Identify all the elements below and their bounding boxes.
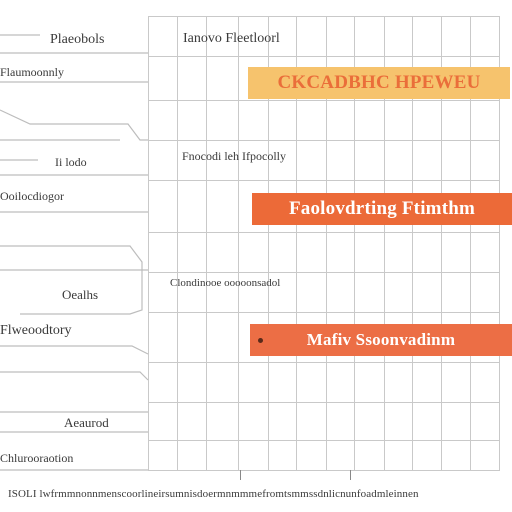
grid-line [148,100,500,101]
grid-line [148,312,500,313]
grid-line [148,16,149,470]
grid-line [470,16,471,470]
grid-line [499,16,500,470]
banner-bottom: Mafiv Ssoonvadinm [250,324,512,356]
left-item: Aeaurod [64,415,109,430]
banner-top-label: CKCADBHC HPEWEU [277,72,481,93]
left-item: Oealhs [62,287,99,302]
header-right-label: Ianovo Fleetloorl [183,31,280,46]
grid-line [441,16,442,470]
middle-label: Clondinooe ooooonsadol [170,277,281,289]
grid-line [148,56,500,57]
grid-line [148,362,500,363]
tick-mark [240,470,241,480]
left-item: Flaumoonnly [0,65,65,79]
grid-line [148,402,500,403]
grid-line [148,140,500,141]
banner-bottom-label: Mafiv Ssoonvadinm [306,330,456,349]
banner-top: CKCADBHC HPEWEU [248,67,510,99]
middle-label: Fnocodi leh Ifpocolly [182,149,286,163]
banner-middle: Faolovdrting Ftimthm [252,193,512,225]
left-item: Ii lodo [55,155,87,169]
grid-line [148,272,500,273]
grid-line [148,180,500,181]
grid-line [148,16,500,17]
grid-line [268,16,269,470]
left-item: Chlurooraotion [0,451,74,465]
grid-line [412,16,413,470]
grid-line [354,16,355,470]
banner-middle-label: Faolovdrting Ftimthm [288,198,476,219]
footer-text: ISOLI lwfrmmnonnmenscoorlineirsumnisdoer… [8,489,419,500]
left-item: Flweoodtory [0,323,72,338]
grid-line [206,16,207,470]
header-left-label: Plaeobols [50,32,105,47]
left-item: Ooilocdiogor [0,189,64,203]
grid-line [384,16,385,470]
grid-line [177,16,178,470]
tick-mark [350,470,351,480]
grid-line [148,470,500,471]
grid-line [326,16,327,470]
grid-line [238,16,239,470]
grid-line [296,16,297,470]
grid-line [148,440,500,441]
dot-icon [258,338,263,343]
grid-line [148,232,500,233]
